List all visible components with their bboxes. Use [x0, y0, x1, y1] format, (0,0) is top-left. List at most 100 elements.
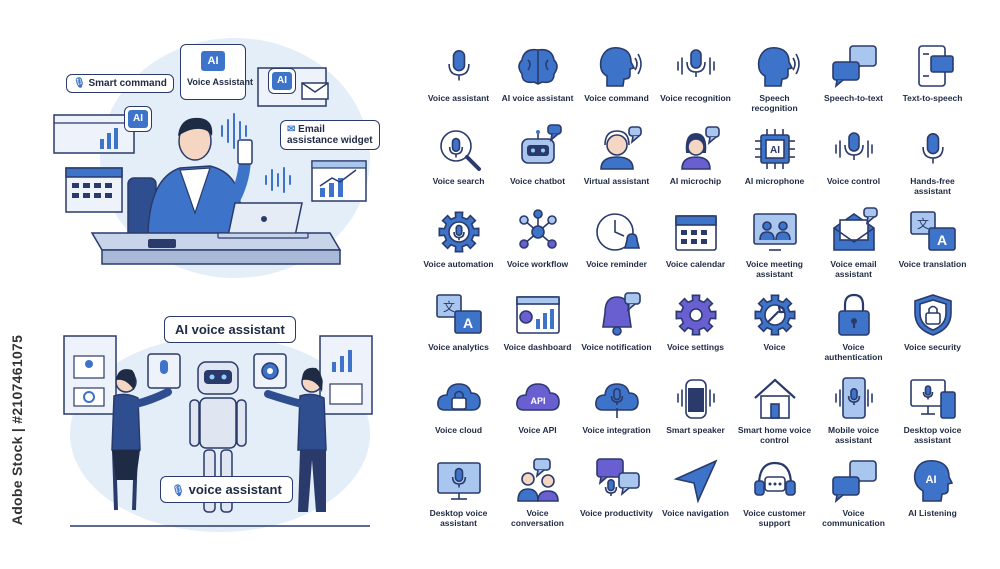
icon-label: Voice calendar [665, 259, 726, 269]
icon-tile: API Voice API [499, 374, 576, 457]
icon-label: Voice assistant [427, 93, 490, 103]
navigation-arrow-icon [665, 457, 727, 505]
icon-label: Speech-to-text [823, 93, 884, 103]
icon-label: Voice integration [582, 425, 651, 435]
icon-label: Voice authentication [824, 342, 883, 362]
icon-tile: Voice recognition [657, 42, 734, 125]
magnifier-mic-icon [428, 125, 490, 173]
robot-icon [507, 124, 569, 173]
icon-label: Voice API [518, 425, 557, 435]
icon-label: Voice productivity [579, 508, 654, 518]
gear-mic-icon [428, 208, 490, 256]
desk-scene-drawing [53, 67, 367, 265]
icon-label: AI microphone [744, 176, 805, 186]
ai-head-icon: AI [902, 457, 964, 505]
illustration-robot-assistant: AI voice assistant 🎙 voice assistant [40, 300, 380, 532]
icon-label: Voice navigation [662, 508, 729, 518]
icon-tile: Virtual assistant [578, 125, 655, 208]
icon-label: Speech recognition [751, 93, 798, 113]
icon-tile: Voice notification [578, 291, 655, 374]
wrench-gear-icon [744, 291, 806, 339]
icon-tile: Text-to-speech [894, 42, 971, 125]
icon-label: Desktop voice assistant [903, 425, 962, 445]
phone-mic-icon [823, 374, 885, 422]
icon-label: Voice notification [581, 342, 652, 352]
microphone-icon [902, 125, 964, 173]
icon-label: Hands-free assistant [910, 176, 955, 196]
svg-text:API: API [530, 396, 545, 406]
house-icon [744, 374, 806, 422]
microphone-waves-icon [823, 125, 885, 173]
ai-chip-icon: AI [744, 125, 806, 173]
icon-tile: Voice [736, 291, 813, 374]
headset-agent-icon [586, 125, 648, 173]
icon-tile: Voice search [420, 125, 497, 208]
envelope-icon: ✉ [287, 124, 296, 135]
icon-tile: Voice conversation [499, 457, 576, 540]
microphone-icon: 🎙 [73, 78, 86, 89]
microphone-waves-icon [665, 42, 727, 90]
icon-label: Voice security [903, 342, 961, 352]
phone-speaker-icon [902, 42, 964, 90]
icon-tile: Voice assistant [420, 42, 497, 125]
icon-label: Virtual assistant [583, 176, 650, 186]
icon-tile: Voice productivity [578, 457, 655, 540]
icon-label: Voice translation [898, 259, 967, 269]
microphone-icon [428, 42, 490, 90]
robot-scene-drawing [63, 335, 373, 527]
svg-text:文: 文 [916, 216, 928, 231]
icon-tile: Smart home voice control [736, 374, 813, 457]
svg-text:文: 文 [442, 299, 454, 314]
icon-tile: Mobile voice assistant [815, 374, 892, 457]
icon-label: Voice recognition [660, 93, 731, 103]
shield-lock-icon [902, 291, 964, 339]
speaking-head-icon [586, 42, 648, 90]
monitor-mic-icon [428, 457, 490, 505]
icon-label: Voice automation [423, 259, 494, 269]
icon-label: Voice dashboard [503, 342, 572, 352]
icon-label: Voice workflow [506, 259, 569, 269]
icon-tile: Voice authentication [815, 291, 892, 374]
icon-tile: AI voice assistant [499, 42, 576, 125]
icon-label: Voice conversation [511, 508, 564, 528]
icon-label: Voice [763, 342, 786, 352]
illustration-voice-assistant-desk: 🎙 Smart command AI Voice Assistant AI AI… [40, 28, 380, 290]
headset-icon [744, 457, 806, 505]
icon-tile: Voice control [815, 125, 892, 208]
svg-text:A: A [936, 232, 946, 248]
icon-label: AI voice assistant [501, 93, 574, 103]
icon-tile: Voice navigation [657, 457, 734, 540]
icon-label: Voice settings [667, 342, 724, 352]
icon-label: Voice email assistant [830, 259, 877, 279]
icon-label: Voice chatbot [509, 176, 566, 186]
icon-label: Voice analytics [428, 342, 489, 352]
icon-tile: Desktop voice assistant [420, 457, 497, 540]
icon-label: Voice customer support [743, 508, 806, 528]
icon-tile: Speech-to-text [815, 42, 892, 125]
people-chat-icon [507, 457, 569, 505]
icon-tile: Desktop voice assistant [894, 374, 971, 457]
cloud-mic-icon [586, 374, 648, 422]
icon-tile: Voice workflow [499, 208, 576, 291]
icon-label: Mobile voice assistant [827, 425, 879, 445]
icon-tile: Voice customer support [736, 457, 813, 540]
icon-label: Voice meeting assistant [746, 259, 803, 279]
voice-assistant-tag: AI Voice Assistant [180, 44, 253, 100]
brain-icon [507, 42, 569, 90]
icon-label: Smart home voice control [737, 425, 812, 445]
bell-icon [586, 291, 648, 339]
icon-tile: Voice reminder [578, 208, 655, 291]
padlock-icon [823, 291, 885, 339]
icon-label: Voice control [826, 176, 881, 186]
calendar-icon [665, 208, 727, 256]
mic-chat-icon [586, 457, 648, 505]
speech-bubbles-icon [823, 457, 885, 505]
speech-bubbles-icon [823, 42, 885, 90]
email-widget-tag: ✉ Email assistance widget [280, 120, 380, 150]
icon-label: AI microchip [669, 176, 722, 186]
